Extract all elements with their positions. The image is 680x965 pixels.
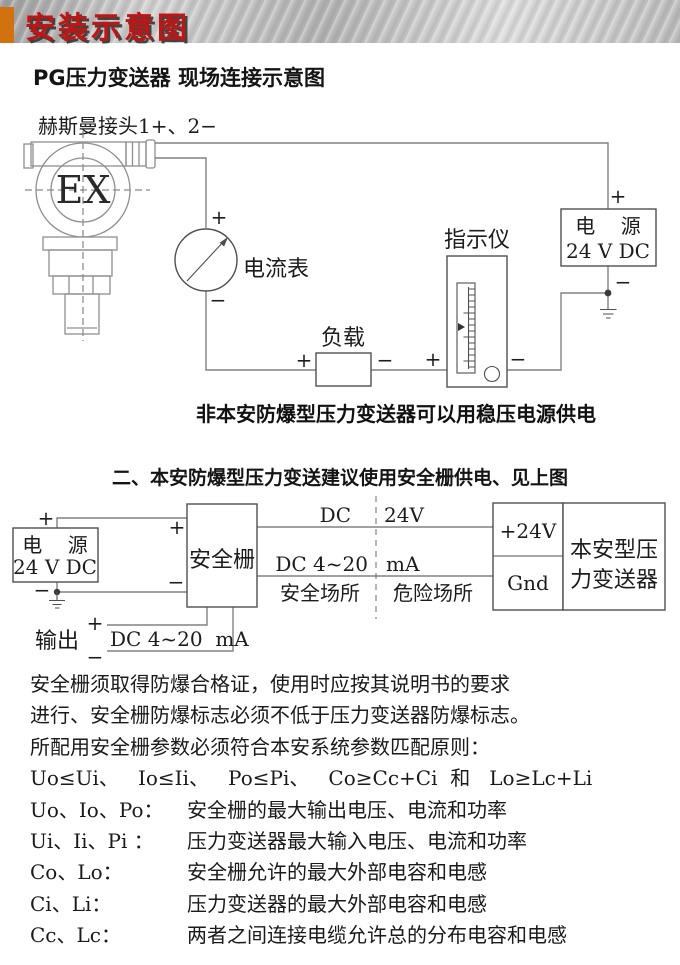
note-line-1: 安全栅须取得防爆合格证，使用时应按其说明书的要求 bbox=[30, 672, 510, 696]
ex-marking: EX bbox=[56, 168, 111, 212]
wire-transmitter-to-ammeter bbox=[155, 157, 207, 228]
banner-accent-bar bbox=[0, 7, 14, 43]
indicator-scale-ticks bbox=[463, 288, 475, 368]
definition-row: Cc、Lc： 两者之间连接电缆允许总的分布电容和电感 bbox=[30, 920, 660, 951]
safety-barrier-label: 安全栅 bbox=[189, 548, 255, 573]
wire-output-minus bbox=[107, 607, 234, 652]
safe-area-label: 安全场所 bbox=[280, 581, 360, 605]
wire-indicator-to-ground-node bbox=[507, 292, 605, 371]
definition-desc: 安全栅允许的最大外部电容和电感 bbox=[187, 860, 487, 885]
header-banner: 安装示意图 bbox=[0, 0, 680, 46]
banner-title: 安装示意图 bbox=[25, 11, 190, 46]
definition-term: Ui、Ii、Pi ： bbox=[30, 829, 154, 854]
cable-gland-ribs bbox=[131, 142, 140, 166]
ammeter-needle-arrow bbox=[219, 237, 228, 247]
power2-label-line1: 电 源 bbox=[22, 533, 87, 557]
definition-term: Cc、Lc： bbox=[30, 923, 121, 948]
hex-nut bbox=[52, 275, 111, 295]
section2-title: 二、本安防爆型压力变送建议使用安全栅供电、见上图 bbox=[111, 467, 568, 489]
power-plus: + bbox=[610, 184, 627, 208]
power2-label-line2: 24 V DC bbox=[13, 555, 97, 579]
flange-upper bbox=[42, 236, 118, 251]
terminal-plus24v: +24V bbox=[500, 519, 557, 543]
thread-stem bbox=[64, 293, 100, 335]
hazard-area-label: 危险场所 bbox=[393, 581, 473, 605]
power2-minus: − bbox=[34, 578, 51, 602]
barrier-plus: + bbox=[169, 515, 186, 539]
ground-icon bbox=[600, 308, 617, 319]
section1-title: PG压力变送器 现场连接示意图 bbox=[33, 66, 325, 90]
wire-power-plus-to-barrier bbox=[56, 517, 187, 528]
wire-output-plus bbox=[107, 607, 208, 626]
output-minus: − bbox=[87, 645, 104, 669]
definition-desc: 安全栅的最大输出电压、电流和功率 bbox=[187, 797, 507, 822]
definition-desc: 两者之间连接电缆允许总的分布电容和电感 bbox=[187, 923, 567, 948]
indicator-pointer bbox=[458, 323, 465, 331]
power-label-line2: 24 V DC bbox=[566, 239, 650, 263]
flange-lower bbox=[48, 249, 113, 277]
output-label: 输出 bbox=[35, 629, 79, 654]
housing-inner-circle bbox=[50, 157, 116, 223]
ammeter bbox=[174, 228, 238, 292]
ammeter-label: 电流表 bbox=[243, 257, 309, 282]
power-label-line1: 电 源 bbox=[575, 214, 640, 238]
hex-nut-facets bbox=[68, 276, 94, 294]
indicator-adjust-knob bbox=[483, 365, 501, 383]
indicator-label: 指示仪 bbox=[444, 228, 510, 253]
notes-block: 安全栅须取得防爆合格证，使用时应按其说明书的要求 进行、安全栅防爆标志必须不低于… bbox=[30, 669, 660, 952]
wire-ammeter-to-load bbox=[205, 291, 316, 371]
note-line-3: 所配用安全栅参数必须符合本安系统参数匹配原则： bbox=[30, 734, 490, 759]
wire-transmitter-to-power bbox=[155, 142, 609, 209]
ground-icon-2 bbox=[49, 592, 65, 609]
ammeter-plus: + bbox=[211, 205, 228, 229]
dc420-label-left: DC 4~20 bbox=[275, 552, 368, 576]
cable-gland-cap bbox=[145, 139, 156, 169]
definition-row: Ui、Ii、Pi ： 压力变送器最大输入电压、电流和功率 bbox=[30, 826, 660, 857]
indicator-minus: − bbox=[510, 347, 527, 371]
definition-desc: 压力变送器的最大外部电容和电感 bbox=[187, 891, 487, 916]
diagram1-caption: 非本安防爆型压力变送器可以用稳压电源供电 bbox=[196, 402, 596, 426]
output-range-label: DC 4~20 mA bbox=[110, 627, 249, 651]
dc24-label-left: DC bbox=[320, 503, 351, 527]
barrier-minus: − bbox=[168, 570, 185, 594]
power-supply-box-2 bbox=[12, 527, 99, 583]
housing-left-tab bbox=[23, 143, 34, 169]
definition-term: Co、Lo： bbox=[30, 860, 123, 885]
dc420-label-right: mA bbox=[386, 552, 420, 576]
power-minus: − bbox=[615, 270, 632, 294]
note-formula: Uo≤Ui、 Io≤Ii、 Po≤Pi、 Co≥Cc+Ci 和 Lo≥Lc+Li bbox=[30, 766, 593, 791]
dc24-label-right: 24V bbox=[384, 503, 424, 527]
note-line-2: 进行、安全栅防爆标志必须不低于压力变送器防爆标志。 bbox=[30, 703, 530, 728]
definition-row: Uo、Io、Po： 安全栅的最大输出电压、电流和功率 bbox=[30, 795, 660, 826]
definition-term: Ci、Li： bbox=[30, 891, 112, 916]
diagram1-field-connection: 赫斯曼接头1+、2− EX bbox=[23, 114, 657, 426]
safety-barrier-box bbox=[186, 503, 258, 608]
is-transmitter-line1: 本安型压 bbox=[570, 538, 658, 563]
terminal-gnd: Gnd bbox=[507, 571, 549, 595]
ammeter-minus: − bbox=[210, 288, 227, 312]
definition-desc: 压力变送器最大输入电压、电流和功率 bbox=[187, 829, 527, 854]
indicator-meter bbox=[446, 255, 508, 388]
load-plus: + bbox=[296, 348, 313, 372]
power-supply-box bbox=[560, 208, 657, 267]
diagram2-safety-barrier: + 电 源 24 V DC − 安全栅 + − DC 24V DC 4~20 m… bbox=[12, 496, 666, 669]
cable-gland bbox=[125, 141, 147, 167]
load-minus: − bbox=[377, 348, 394, 372]
load-label: 负载 bbox=[321, 326, 365, 351]
load-box bbox=[315, 352, 372, 387]
is-transmitter-box bbox=[562, 502, 666, 611]
pressure-transmitter-drawing: EX bbox=[23, 131, 156, 341]
hirschmann-connector-label: 赫斯曼接头1+、2− bbox=[38, 114, 217, 138]
definition-row: Co、Lo： 安全栅允许的最大外部电容和电感 bbox=[30, 857, 660, 888]
definition-term: Uo、Io、Po： bbox=[30, 797, 164, 822]
output-plus: + bbox=[87, 611, 104, 635]
is-transmitter-line2: 力变送器 bbox=[570, 568, 658, 593]
indicator-plus: + bbox=[425, 347, 442, 371]
junction-dot bbox=[604, 289, 612, 297]
power2-plus: + bbox=[38, 506, 55, 530]
ammeter-needle bbox=[186, 239, 226, 282]
definition-row: Ci、Li： 压力变送器的最大外部电容和电感 bbox=[30, 889, 660, 920]
